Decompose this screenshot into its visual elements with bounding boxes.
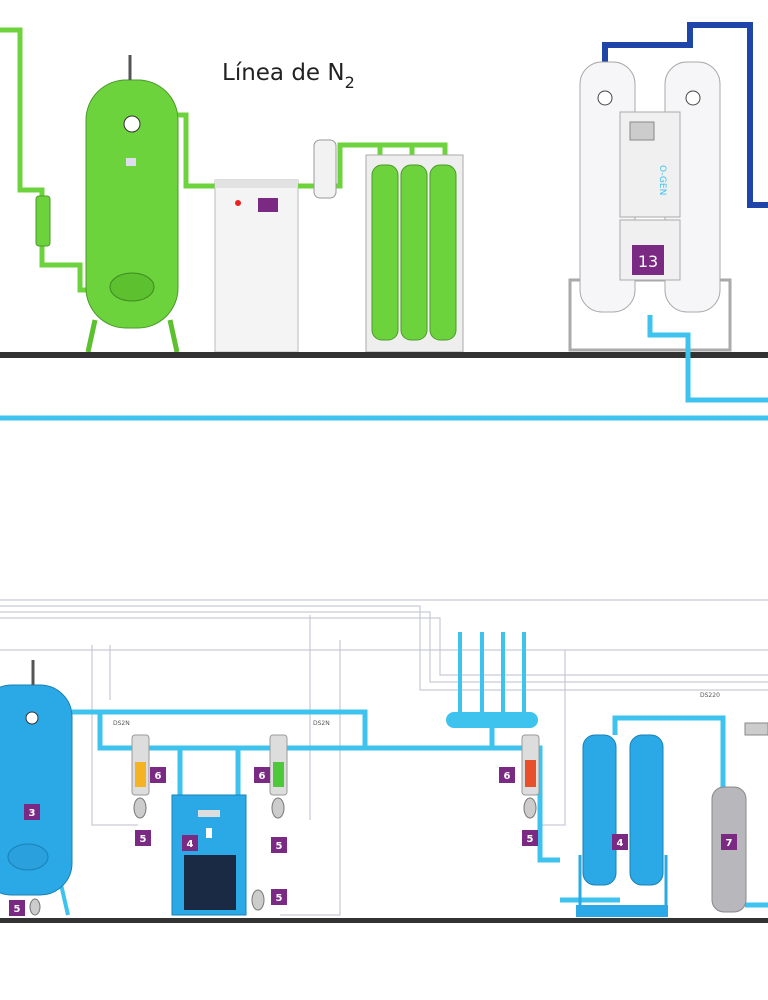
generator-brand: O-GEN: [657, 165, 667, 195]
badge-label: 5: [276, 841, 283, 852]
badge-label: 7: [726, 838, 733, 849]
cyan-pipe-top: [0, 315, 768, 421]
green-air-tank: [85, 55, 180, 353]
badge-label: 3: [29, 808, 36, 819]
nitrogen-line-section: Línea de N2 O-GEN: [0, 22, 768, 421]
green-pipe-inlet: [0, 27, 90, 293]
badge-5: [271, 837, 287, 853]
nitrogen-cylinder-bank: [365, 154, 464, 353]
sensor-label: DS220: [700, 692, 720, 699]
compressed-air-section: DS2N DS2N DS220 3 5 6 5 4 6 5 5 6 5 4 7: [0, 599, 768, 923]
badge-label: 5: [276, 893, 283, 904]
cyan-drop-pipes: [458, 632, 526, 712]
blue-air-tank: [0, 660, 73, 916]
badge-4: [612, 834, 628, 850]
manifold: [446, 712, 538, 728]
badge-label: 5: [140, 834, 147, 845]
drain-trap: [251, 889, 265, 911]
filter-3: [521, 734, 540, 819]
badge-label: 4: [617, 838, 624, 849]
badge-5: [9, 900, 25, 916]
badge-7: [721, 834, 737, 850]
nitrogen-generator-towers: O-GEN 13: [568, 61, 732, 352]
filter-2: [269, 734, 288, 819]
cyan-main-pipes: [72, 709, 560, 863]
badge-label: 5: [527, 834, 534, 845]
badge-label: 6: [504, 771, 511, 782]
badge-label: 6: [155, 771, 162, 782]
badge-6: [499, 767, 515, 783]
inline-filter: [313, 139, 337, 199]
badge-6: [254, 767, 270, 783]
badge-13: [632, 245, 664, 275]
badge-5: [522, 830, 538, 846]
floor-top: [0, 352, 768, 358]
badge-label: 6: [259, 771, 266, 782]
cyan-pipe-dryer-out: [560, 715, 768, 908]
badge-13-label: 13: [638, 252, 658, 271]
badge-label: 5: [14, 904, 21, 915]
gauge-label-1: DS2N: [113, 720, 130, 727]
nitrogen-generator: [214, 179, 299, 353]
drain-trap-tank: [29, 898, 41, 916]
instrument-box: [744, 722, 768, 736]
badge-5: [271, 889, 287, 905]
badge-6: [150, 767, 166, 783]
badge-4: [182, 835, 198, 851]
gauge-label-2: DS2N: [313, 720, 330, 727]
green-pipe-tank-out: [178, 112, 215, 189]
dark-blue-pipe: [602, 22, 768, 208]
badge-label: 4: [187, 839, 194, 850]
badges: 3 5 6 5 4 6 5 5 6 5 4 7: [9, 767, 737, 916]
refrigerated-dryer: [171, 794, 247, 916]
badge-3: [24, 804, 40, 820]
filter-1: [131, 734, 150, 819]
floor-bottom: [0, 918, 768, 923]
control-lines: [0, 599, 768, 916]
badge-5: [135, 830, 151, 846]
nitrogen-line-title: Línea de N2: [222, 60, 355, 92]
desiccant-dryer: [576, 734, 668, 917]
filter-small: [35, 195, 51, 247]
